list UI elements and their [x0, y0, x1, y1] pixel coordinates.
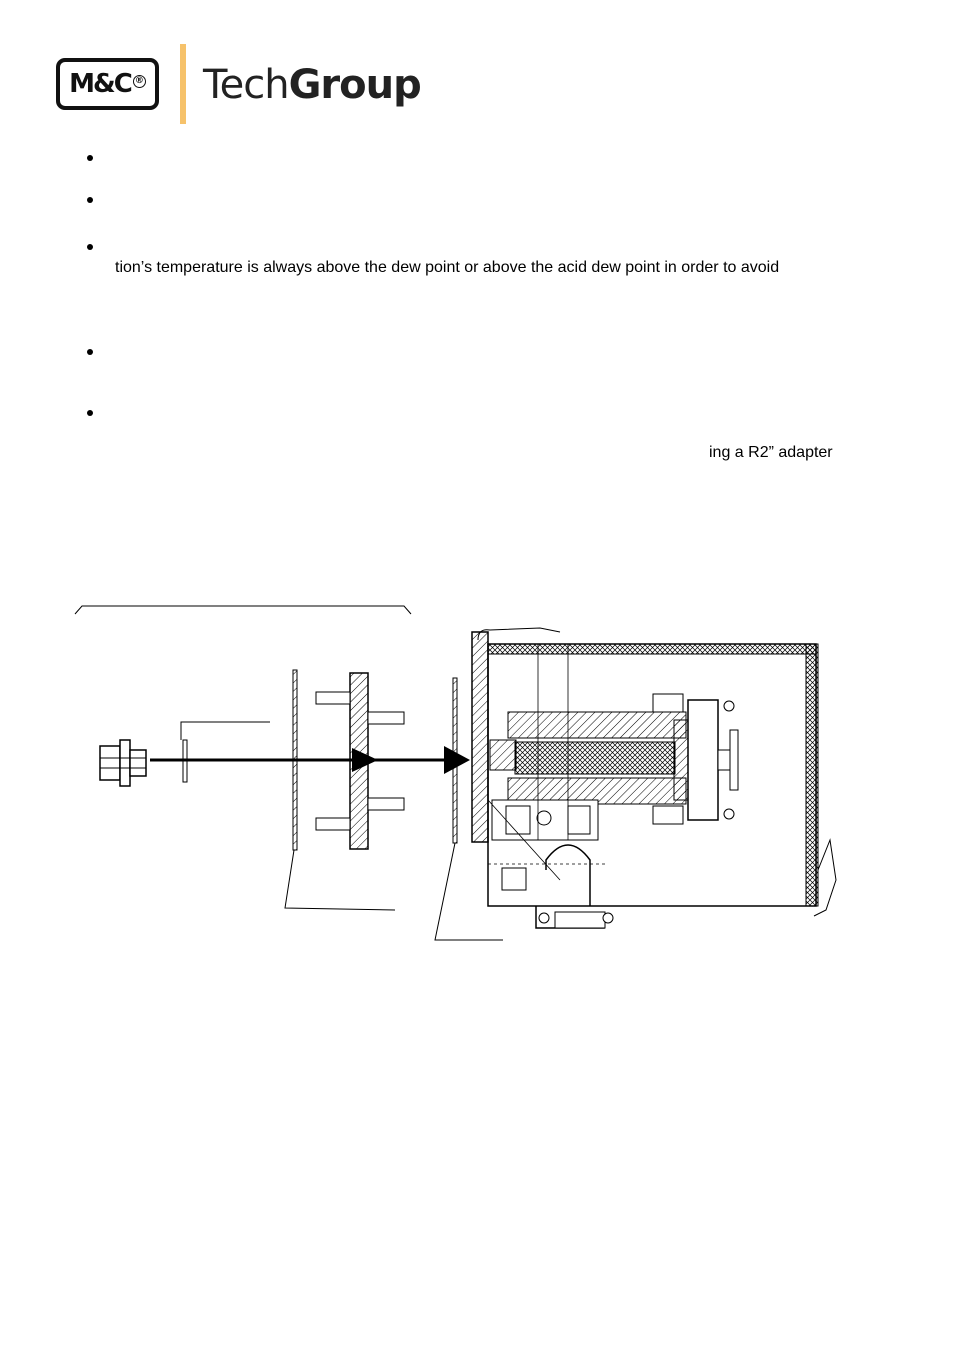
logo-mark-text: M&C: [69, 69, 133, 99]
bullet-5: [87, 410, 93, 416]
bullet-1: [87, 155, 93, 161]
flange-gasket: [292, 669, 298, 851]
brand-bold: Group: [288, 62, 422, 108]
screw-fitting: [99, 739, 147, 787]
brand-light: Tech: [203, 62, 290, 108]
mc-logo: M&C®: [56, 58, 159, 110]
bullet-3: [87, 244, 93, 250]
probe-housing: [471, 627, 837, 929]
logo-divider: [180, 44, 186, 124]
counter-flange: [315, 672, 405, 850]
leader-flange-gasket: [284, 849, 396, 911]
probe-assembly-diagram: [74, 605, 837, 941]
bullet-2: [87, 197, 93, 203]
leader-small-gasket: [180, 721, 270, 740]
text-adapter: ing a R2” adapter: [709, 444, 833, 461]
leader-probe-gasket: [434, 842, 503, 941]
bullet-4: [87, 349, 93, 355]
registered-icon: ®: [132, 74, 146, 88]
bracket-line: [74, 605, 412, 615]
techgroup-wordmark: TechGroup: [203, 62, 422, 108]
probe-gasket: [452, 677, 458, 844]
text-dew-point: tion’s temperature is always above the d…: [115, 259, 780, 276]
